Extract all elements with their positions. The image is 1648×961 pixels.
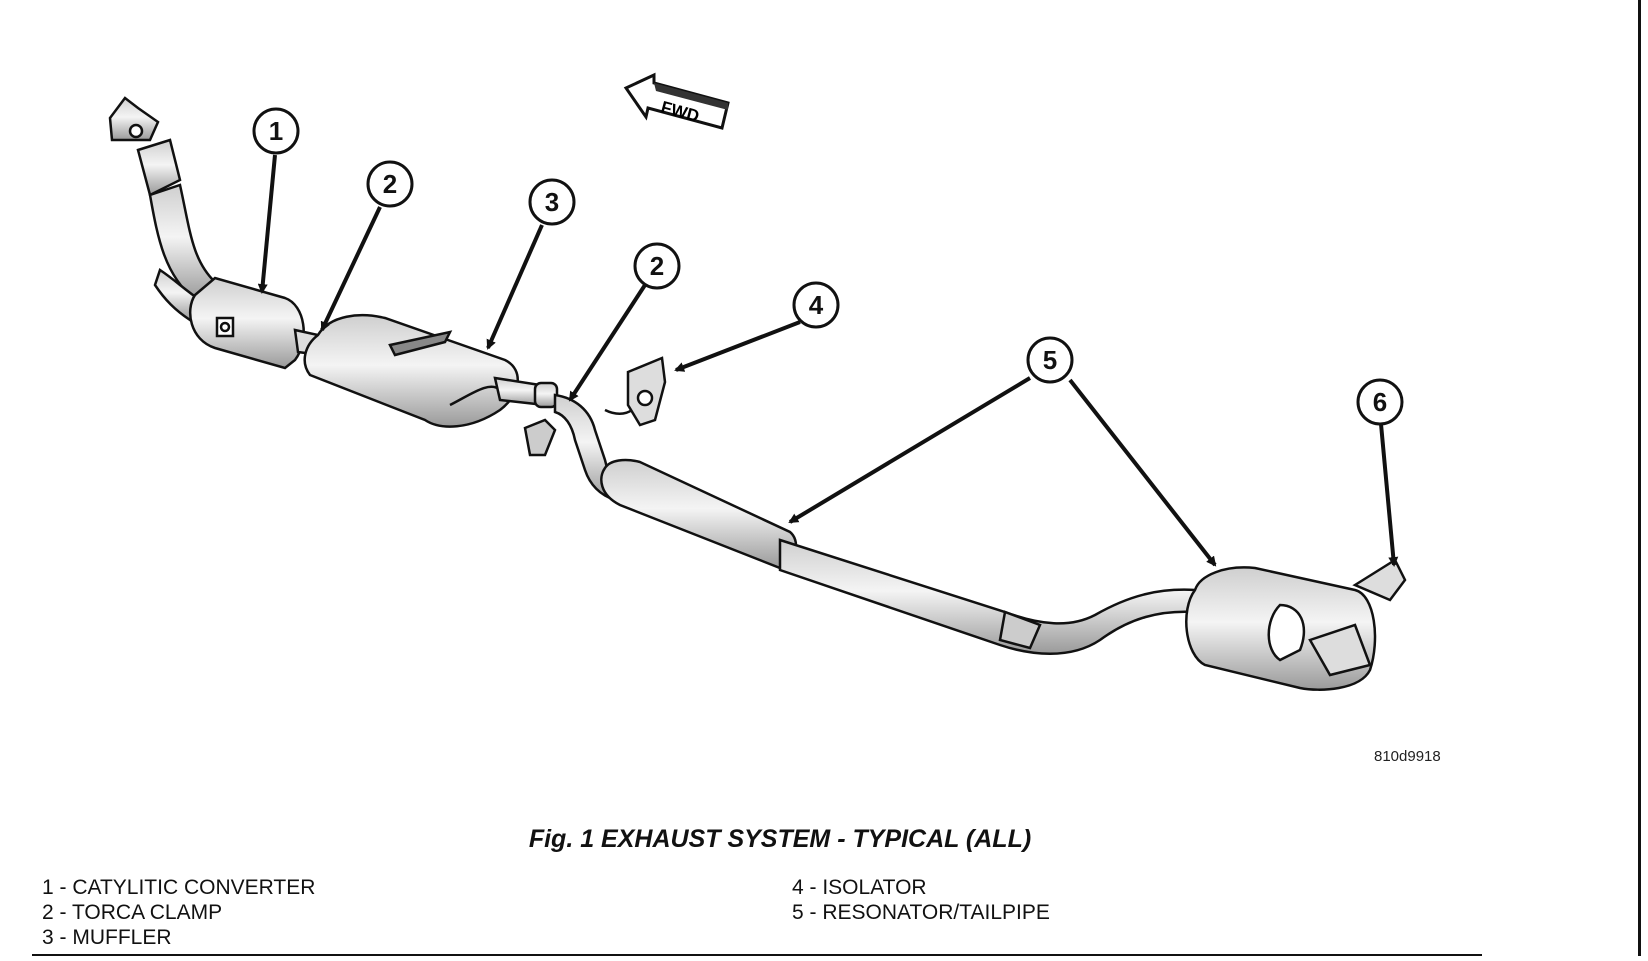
callout-2a: 2: [383, 169, 397, 199]
downpipe: [108, 96, 217, 322]
callout-2b: 2: [650, 251, 664, 281]
callout-circle-1: [252, 107, 300, 155]
legend-item: 1 - CATYLITIC CONVERTER: [42, 876, 316, 899]
legend-item: 5 - RESONATOR/TAILPIPE: [792, 901, 1050, 924]
leader-5b: [1068, 378, 1217, 567]
legend-right: 4 - ISOLATOR 5 - RESONATOR/TAILPIPE: [792, 875, 1050, 925]
resonator-tailpipe: [600, 458, 1197, 655]
isolator-bracket: [604, 356, 667, 427]
legend-item: 3 - MUFFLER: [42, 926, 172, 949]
muffler: [303, 314, 519, 428]
callouts: [252, 107, 1404, 426]
bottom-rule: [32, 954, 1482, 956]
callout-circle-2a: [366, 160, 414, 208]
callout-circle-3: [528, 178, 576, 226]
callout-circle-5: [1026, 336, 1074, 384]
leader-4: [674, 320, 801, 372]
legend-item: 4 - ISOLATOR: [792, 876, 927, 899]
callout-5: 5: [1043, 345, 1057, 375]
leader-2a: [320, 206, 382, 332]
callout-4: 4: [809, 290, 824, 320]
catalytic-converter: [188, 276, 322, 370]
leader-6: [1379, 423, 1399, 567]
callout-circle-2b: [633, 242, 681, 290]
leader-arrows: [257, 154, 1399, 567]
callout-1: 1: [269, 116, 283, 146]
callout-circle-4: [792, 281, 840, 329]
page-edge-rule: [1638, 0, 1641, 956]
legend-left: 1 - CATYLITIC CONVERTER 2 - TORCA CLAMP …: [42, 875, 315, 950]
rear-muffler: [1185, 558, 1407, 691]
leader-5a: [788, 376, 1032, 524]
fwd-arrow: FWD: [623, 72, 730, 130]
callout-3: 3: [545, 187, 559, 217]
callout-6: 6: [1373, 387, 1387, 417]
figure-caption: Fig. 1 EXHAUST SYSTEM - TYPICAL (ALL): [528, 825, 1032, 853]
leader-2b: [568, 283, 647, 402]
leader-3: [486, 224, 544, 350]
leader-1: [257, 154, 277, 294]
figure-id: 810d9918: [1374, 748, 1441, 765]
callout-circle-6: [1356, 378, 1404, 426]
legend-item: 2 - TORCA CLAMP: [42, 901, 223, 924]
